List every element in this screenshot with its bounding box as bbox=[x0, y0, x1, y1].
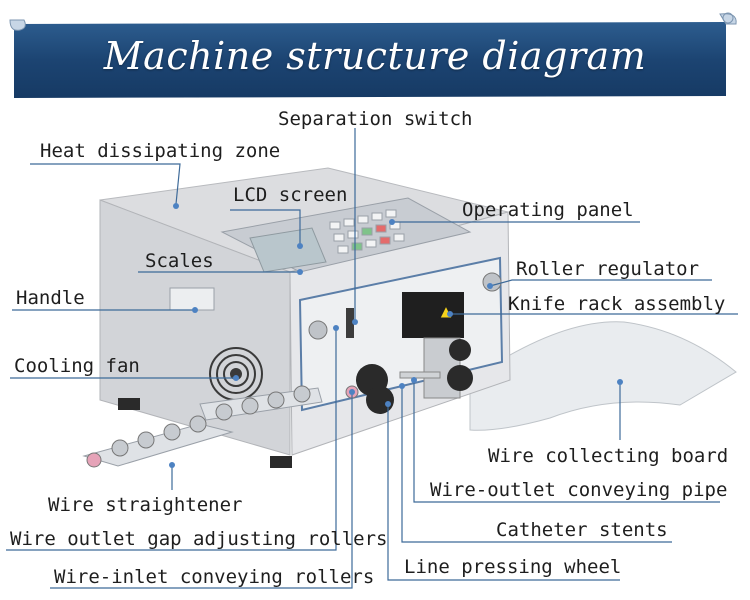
keypad bbox=[329, 209, 405, 254]
label-wire-collecting-board: Wire collecting board bbox=[488, 445, 729, 467]
label-wire-outlet-gap-adjusting-rollers: Wire outlet gap adjusting rollers bbox=[10, 528, 388, 550]
label-operating-panel: Operating panel bbox=[462, 199, 634, 221]
label-knife-rack-assembly: Knife rack assembly bbox=[508, 293, 726, 315]
title-banner bbox=[9, 12, 737, 98]
handle-shape bbox=[169, 287, 215, 311]
label-line-pressing-wheel: Line pressing wheel bbox=[404, 556, 622, 578]
label-cooling-fan: Cooling fan bbox=[14, 355, 140, 377]
label-catheter-stents: Catheter stents bbox=[496, 519, 668, 541]
label-heat-dissipating-zone: Heat dissipating zone bbox=[40, 140, 281, 162]
label-scales: Scales bbox=[145, 250, 214, 272]
label-wire-inlet-conveying-rollers: Wire-inlet conveying rollers bbox=[54, 566, 375, 588]
cooling-fan-shape bbox=[209, 347, 263, 401]
label-roller-regulator: Roller regulator bbox=[516, 258, 700, 280]
label-handle: Handle bbox=[16, 287, 85, 309]
knife-rack-shape bbox=[402, 292, 464, 338]
label-wire-straightener: Wire straightener bbox=[48, 494, 243, 516]
label-lcd-screen: LCD screen bbox=[233, 184, 348, 206]
page-title: Machine structure diagram bbox=[103, 34, 647, 78]
label-wire-outlet-conveying-pipe: Wire-outlet conveying pipe bbox=[430, 479, 728, 501]
label-separation-switch: Separation switch bbox=[278, 108, 473, 130]
